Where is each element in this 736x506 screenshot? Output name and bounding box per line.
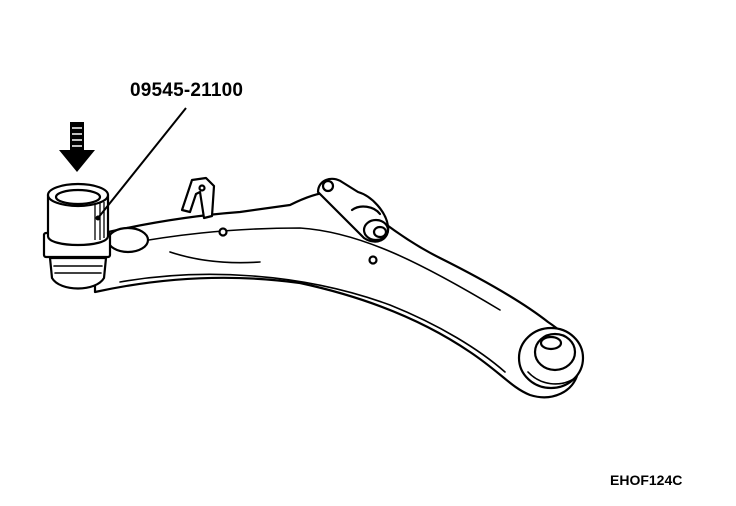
down-arrow-icon xyxy=(59,122,95,172)
press-tool-bore xyxy=(54,188,102,206)
leader-dot xyxy=(95,215,101,221)
arm-hole-right xyxy=(368,255,378,265)
press-tool-body xyxy=(46,193,110,247)
down-arrow-icon-hatch xyxy=(72,127,82,147)
arm-hole-left xyxy=(218,227,228,237)
rear-bushing-core xyxy=(372,225,388,239)
rear-bushing-sleeve xyxy=(350,205,382,216)
arm-rib-lower xyxy=(169,251,261,264)
part-number-label: 09545-21100 xyxy=(130,80,244,101)
bracket-tab xyxy=(180,176,216,220)
arm-rib-upper xyxy=(109,227,501,311)
front-bushing-band xyxy=(527,371,576,385)
rear-mount-bolt xyxy=(321,179,335,193)
figure-code-label: EHOF124C xyxy=(610,472,683,488)
bracket-tab-hole xyxy=(198,184,206,192)
control-arm-body xyxy=(93,190,580,399)
front-bushing-core xyxy=(539,335,563,351)
arm-rib-lower-2 xyxy=(119,273,506,373)
ball-joint-seat xyxy=(106,226,150,254)
leader-line xyxy=(97,107,187,219)
ball-joint-threads xyxy=(53,265,103,274)
press-tool-shading xyxy=(94,202,105,240)
